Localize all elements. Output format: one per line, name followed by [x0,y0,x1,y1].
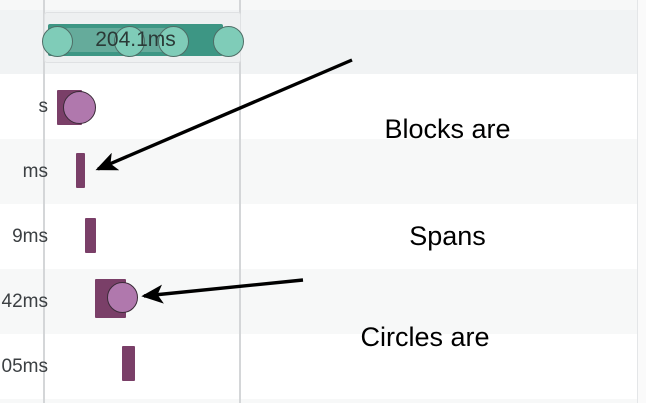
vertical-scrollbar[interactable] [637,0,646,403]
row-label-0: s [0,74,49,139]
row-label-3: 42ms [0,269,48,334]
row-label-2-text: 9ms [12,225,48,247]
row-label-0-text: s [38,95,49,117]
root-span-event-circle-2[interactable] [158,26,189,57]
root-span-event-circle-3[interactable] [213,26,244,57]
annotation-blocks-are-spans: Blocks are Spans [345,41,550,326]
span-event-circle-row-0[interactable] [63,91,96,124]
annotation-blocks-are-spans-line-1: Blocks are [384,114,511,145]
span-block-row-2[interactable] [85,218,96,253]
span-block-row-1[interactable] [76,153,85,188]
root-span-event-circle-0[interactable] [42,26,73,57]
row-label-gutter: s ms 9ms 42ms 3.05ms [0,10,49,403]
row-label-1: ms [0,139,48,204]
root-span-duration-label: 204.1ms [95,28,176,51]
row-label-4: 3.05ms [0,334,48,399]
timeline-right-divider [239,0,241,403]
annotation-circles-are-span-events-line-1: Circles are [360,322,490,353]
trace-row-bg-4[interactable] [0,334,646,399]
root-span-event-circle-1[interactable] [114,26,145,57]
row-label-1-text: ms [22,160,48,182]
annotation-blocks-are-spans-line-2: Spans [409,221,486,252]
trace-row-bg-5 [0,399,646,403]
span-block-row-4[interactable] [122,346,135,381]
timeline-left-divider [43,0,45,403]
row-label-2: 9ms [0,204,48,269]
row-label-4-text: 3.05ms [0,355,48,377]
span-event-circle-row-3[interactable] [107,282,138,313]
row-label-3-text: 42ms [1,290,48,312]
timeline-top-strip [0,0,646,10]
annotation-circles-are-span-events: Circles are Span Events [300,249,550,403]
trace-row-bg-2[interactable] [0,204,646,269]
